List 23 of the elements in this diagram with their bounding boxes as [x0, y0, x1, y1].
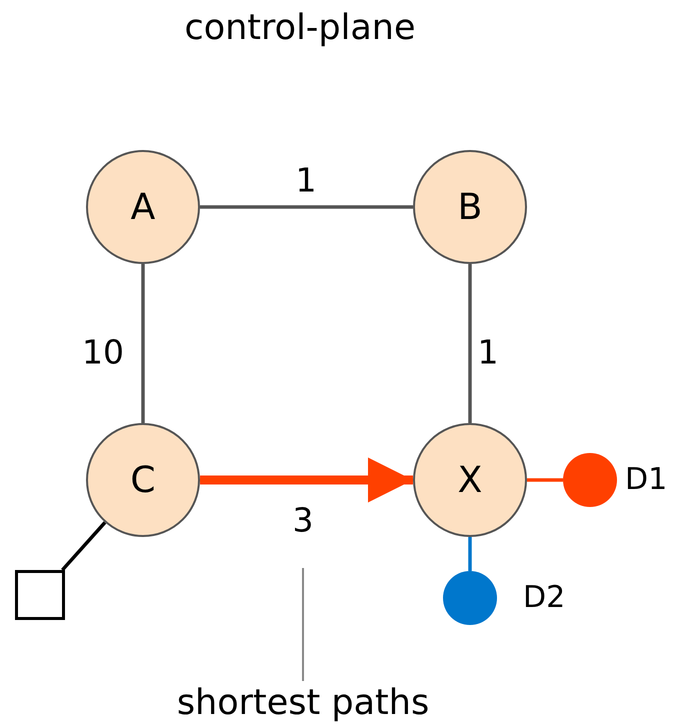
router-node: C	[86, 423, 200, 537]
connector-line	[468, 537, 472, 571]
edge-label: 3	[292, 500, 314, 540]
connector-line	[527, 478, 563, 482]
edge-label: 10	[82, 332, 124, 372]
host-square	[15, 570, 65, 620]
edge-label: 1	[478, 332, 498, 372]
node-caption: D2	[523, 579, 566, 617]
annotation-text: shortest paths	[153, 681, 453, 725]
connector-line	[141, 264, 145, 423]
connector-line	[200, 205, 413, 209]
connector-line	[468, 264, 472, 423]
router-node: A	[86, 150, 200, 264]
endpoint-dot	[443, 571, 497, 625]
node-caption: D1	[625, 461, 668, 499]
leader-line	[302, 568, 304, 681]
connector-line	[61, 521, 106, 572]
arrow	[200, 458, 413, 502]
endpoint-dot	[563, 453, 617, 507]
edge-label: 1	[296, 160, 316, 200]
diagram-title: control-plane	[184, 8, 416, 48]
router-node: B	[413, 150, 527, 264]
router-node: X	[413, 423, 527, 537]
